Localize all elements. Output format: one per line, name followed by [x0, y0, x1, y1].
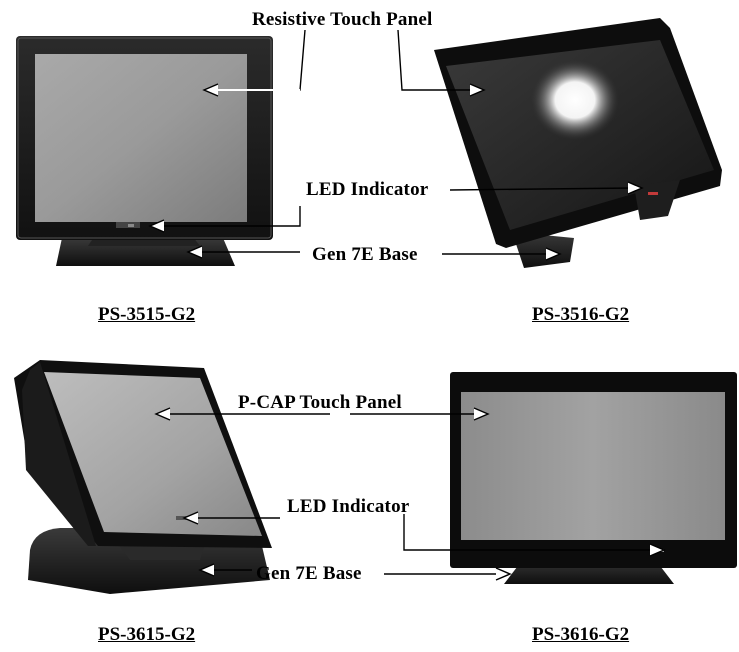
monitor-ps-3515-g2 — [16, 36, 273, 266]
label-gen7e-base-top: Gen 7E Base — [312, 244, 418, 265]
arrow-head — [182, 511, 199, 525]
arrow-resistive-right — [397, 29, 476, 91]
model-caption-ps-3516-g2: PS-3516-G2 — [532, 304, 630, 325]
arrow-head — [186, 245, 203, 259]
model-caption-ps-3616-g2: PS-3616-G2 — [532, 624, 630, 645]
label-gen7e-base-bottom: Gen 7E Base — [256, 563, 362, 584]
monitor-ps-3616-g2 — [450, 372, 737, 584]
model-caption-ps-3615-g2: PS-3615-G2 — [98, 624, 196, 645]
arrow-head — [649, 543, 666, 557]
arrow-head — [154, 407, 171, 421]
model-caption-ps-3515-g2: PS-3515-G2 — [98, 304, 196, 325]
monitor-ps-3615-g2 — [14, 360, 272, 594]
label-led-indicator-bottom: LED Indicator — [287, 496, 410, 517]
arrow-head — [473, 407, 490, 421]
arrow-led-top-left — [160, 206, 301, 227]
arrow-led-top-right — [449, 187, 635, 191]
monitor-ps-3516-g2 — [434, 18, 722, 268]
arrow-led-bottom-right — [403, 514, 656, 551]
arrow-head — [627, 181, 644, 195]
arrow-head — [202, 83, 219, 97]
arrow-head — [545, 247, 562, 261]
arrow-head — [148, 219, 165, 233]
arrow-head — [495, 567, 512, 581]
callout-arrows — [148, 29, 666, 581]
label-pcap-touch-panel: P-CAP Touch Panel — [238, 392, 402, 413]
label-led-indicator-top: LED Indicator — [306, 179, 429, 200]
arrow-head — [198, 563, 215, 577]
arrow-head — [469, 83, 486, 97]
label-resistive-touch-panel: Resistive Touch Panel — [252, 9, 433, 30]
